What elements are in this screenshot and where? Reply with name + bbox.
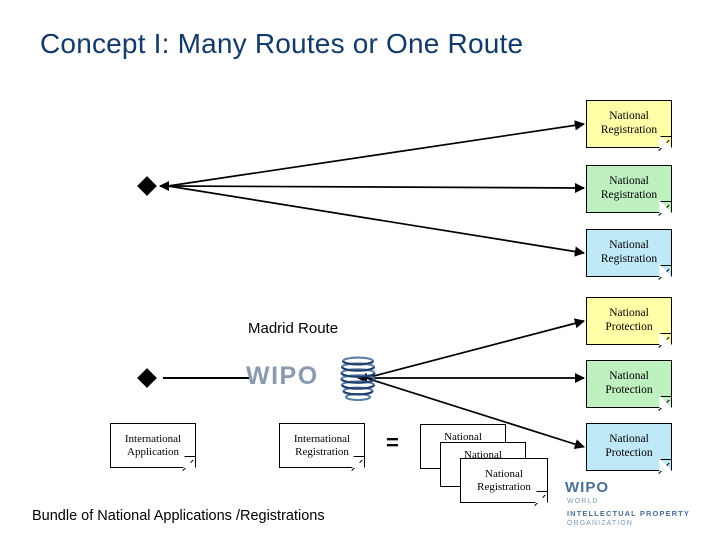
wipo-wordmark: WIPO bbox=[246, 362, 319, 390]
box-line-2: Application bbox=[127, 445, 179, 458]
national-protection-box-blue: National Protection bbox=[586, 423, 672, 471]
box-line-2: Protection bbox=[605, 384, 653, 396]
box-line-2: Registration bbox=[600, 124, 658, 136]
wipo-logo-corner: WIPO WORLD INTELLECTUAL PROPERTY ORGANIZ… bbox=[565, 479, 715, 527]
folded-corner-icon bbox=[660, 396, 672, 408]
box-line-1: National bbox=[609, 370, 649, 383]
box-line-1: International bbox=[293, 432, 351, 445]
box-line-1: National bbox=[609, 433, 649, 446]
stacked-national-registration-box-front: National Registration bbox=[460, 458, 548, 503]
wipo-corner-line-1: WORLD bbox=[567, 498, 599, 505]
national-route-bullet-diamond-icon bbox=[137, 176, 157, 196]
box-line-1: National bbox=[609, 175, 649, 188]
madrid-route-connector-line bbox=[163, 377, 249, 379]
box-line-2: Registration bbox=[295, 445, 349, 458]
national-registration-box-yellow: National Registration bbox=[586, 100, 672, 148]
folded-corner-icon bbox=[660, 265, 672, 277]
folded-corner-icon bbox=[353, 456, 365, 468]
folded-corner-icon bbox=[536, 491, 548, 503]
box-line-2: Registration bbox=[600, 189, 658, 201]
box-line-1: International bbox=[124, 432, 182, 445]
box-line-1: National bbox=[485, 467, 523, 480]
national-protection-box-yellow: National Protection bbox=[586, 297, 672, 345]
national-registration-box-green: National Registration bbox=[586, 165, 672, 213]
national-registration-box-blue: National Registration bbox=[586, 229, 672, 277]
madrid-route-bullet-diamond-icon bbox=[137, 368, 157, 388]
equals-sign: = bbox=[386, 430, 399, 455]
box-line-1: National bbox=[609, 239, 649, 252]
box-line-2: Registration bbox=[477, 480, 531, 493]
wipo-corner-wordmark: WIPO bbox=[565, 479, 609, 496]
box-line-2: Protection bbox=[605, 321, 653, 333]
national-protection-box-green: National Protection bbox=[586, 360, 672, 408]
folded-corner-icon bbox=[660, 333, 672, 345]
bundle-caption-label: Bundle of National Applications /Registr… bbox=[32, 508, 325, 524]
box-line-2: Registration bbox=[600, 253, 658, 265]
folded-corner-icon bbox=[660, 459, 672, 471]
page-title: Concept I: Many Routes or One Route bbox=[40, 28, 524, 59]
wipo-logo-center: WIPO bbox=[246, 352, 376, 404]
box-line-1: National bbox=[609, 307, 649, 320]
wipo-corner-line-2: INTELLECTUAL PROPERTY bbox=[567, 508, 690, 518]
international-registration-box: International Registration bbox=[279, 423, 365, 468]
box-line-2: Protection bbox=[605, 447, 653, 459]
box-line-1: National bbox=[609, 110, 649, 123]
madrid-route-label: Madrid Route bbox=[248, 320, 339, 337]
wipo-helix-icon bbox=[340, 356, 376, 402]
wipo-corner-line-3: ORGANIZATION bbox=[567, 519, 633, 527]
folded-corner-icon bbox=[184, 456, 196, 468]
international-application-box: International Application bbox=[110, 423, 196, 468]
folded-corner-icon bbox=[660, 201, 672, 213]
folded-corner-icon bbox=[660, 136, 672, 148]
